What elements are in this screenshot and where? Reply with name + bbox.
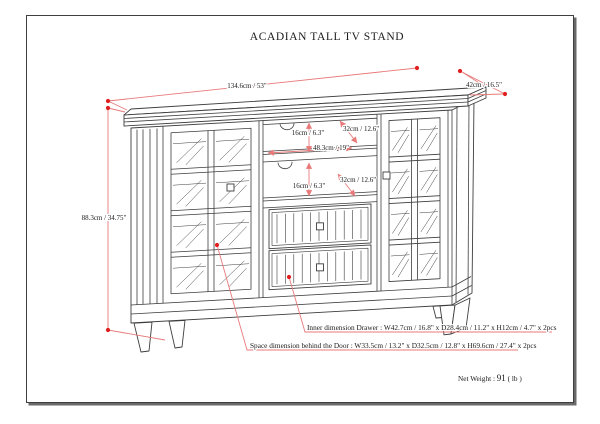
dimension-lines: [105, 65, 552, 351]
shelf-gap-2-label: 16cm / 6.3": [293, 182, 326, 190]
net-weight-value: 91: [497, 373, 506, 383]
shelf-depth-2-label: 32cm / 12.6": [340, 176, 376, 184]
diagram-title: ACADIAN TALL TV STAND: [249, 31, 405, 43]
right-door: [382, 117, 441, 282]
door-space-note: Space dimension behind the Door : W33.5c…: [250, 341, 537, 350]
top-slab: [123, 86, 487, 127]
depth-dimension-label: 42cm / 16.5": [466, 81, 502, 89]
drawer-2: [268, 244, 372, 291]
drawer-dimension-note: Inner dimension Drawer : W42.7cm / 16.8"…: [307, 323, 557, 332]
legs: [133, 297, 471, 353]
net-weight-label: Net Weight :: [458, 374, 497, 383]
width-dimension-label: 134.6cm / 53": [227, 82, 267, 90]
net-weight-unit: ( lb ): [506, 374, 523, 383]
drawer-1: [268, 203, 372, 250]
dimension-labels: 134.6cm / 53" 42cm / 16.5" 88.3cm / 34.7…: [80, 80, 557, 384]
net-weight-text: Net Weight : 91 ( lb ): [458, 373, 522, 383]
left-door: [170, 127, 252, 295]
shelf-depth-1-label: 32cm / 12.6": [343, 125, 379, 133]
height-dimension-label: 88.3cm / 34.75": [82, 214, 127, 222]
shelf-width-label: 48.3cm / 19": [313, 144, 349, 152]
shelf-gap-1-label: 16cm / 6.3": [292, 129, 325, 137]
